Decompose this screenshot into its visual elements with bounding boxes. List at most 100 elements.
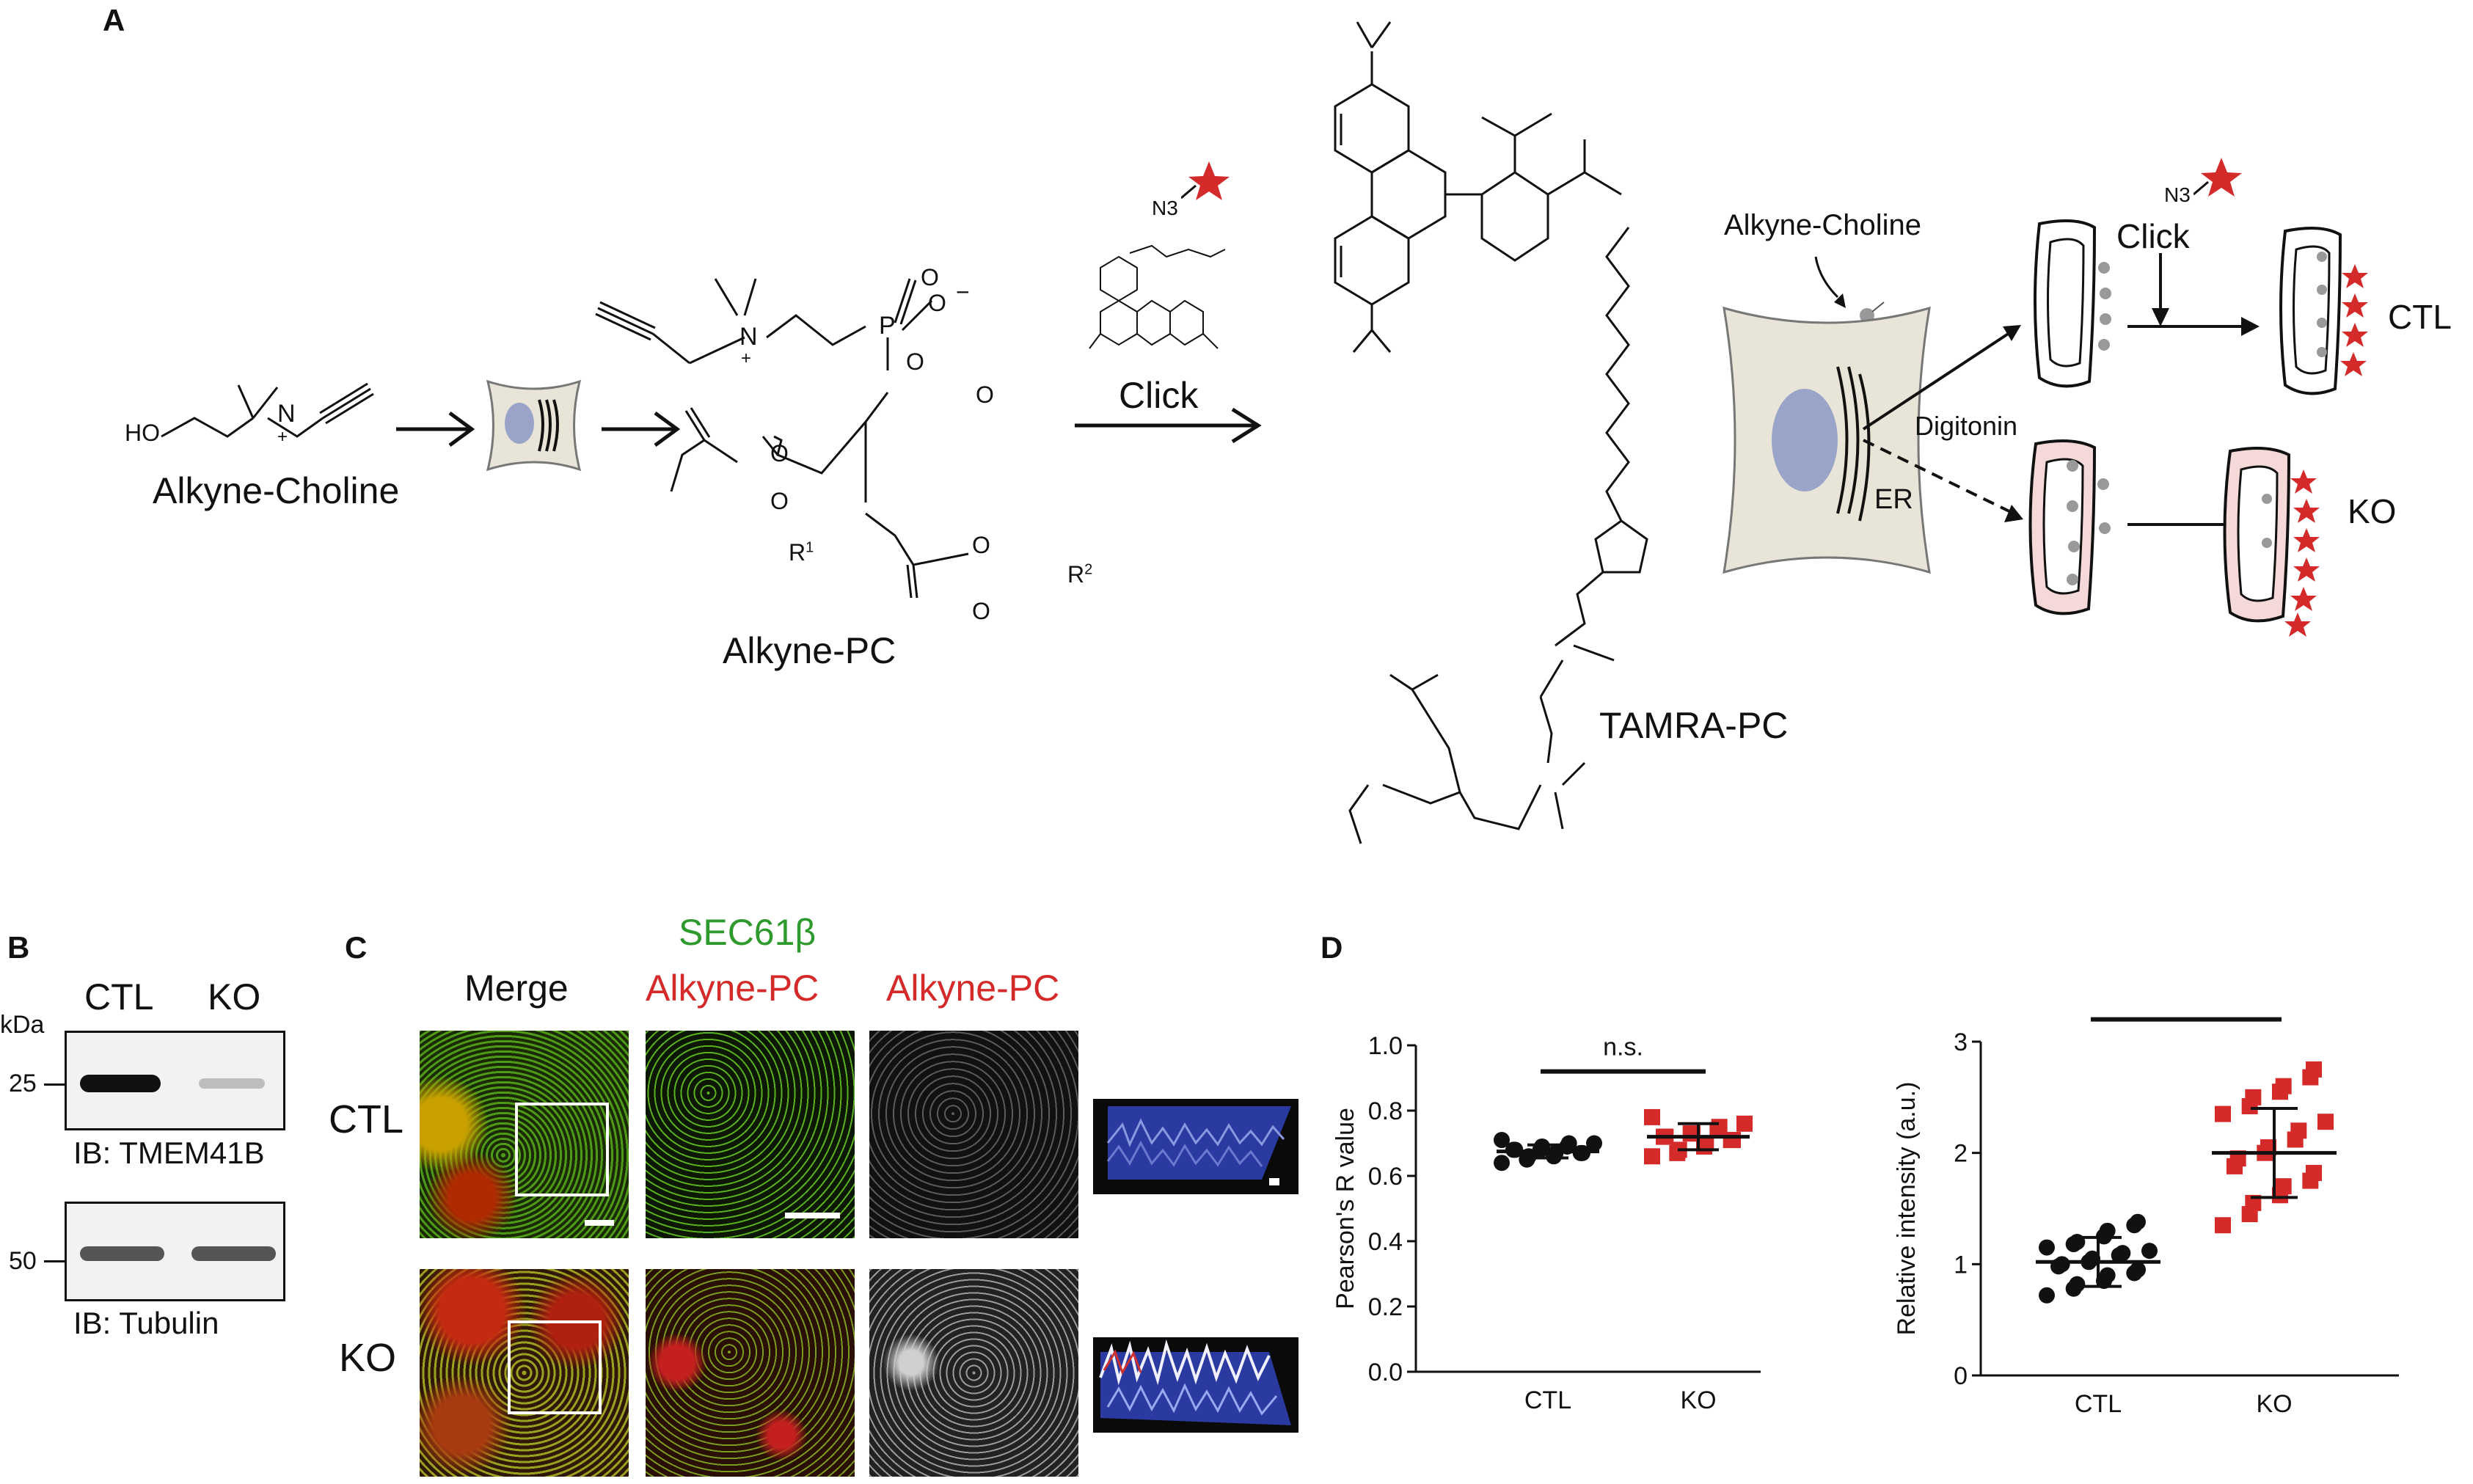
- kda-label: kDa: [0, 1011, 45, 1039]
- schematic-digitonin-label: Digitonin: [1915, 411, 2018, 441]
- ctl-merge-image: [420, 1031, 629, 1238]
- alkyne-pc-p: P: [879, 312, 896, 340]
- intensity-ytick-label: 2: [1954, 1140, 1968, 1168]
- intensity-point-ctl: [2069, 1276, 2086, 1293]
- intensity-point-ctl: [2053, 1256, 2070, 1273]
- intensity-point-ctl: [2141, 1243, 2158, 1260]
- pearson-ylabel: Pearson's R value: [1332, 1108, 1359, 1309]
- pearson-point-ko: [1711, 1119, 1728, 1136]
- intensity-ytick-label: 1: [1954, 1251, 1968, 1279]
- sec61b-header: SEC61β: [679, 912, 817, 953]
- pearson-point-ko: [1736, 1115, 1753, 1132]
- alkyne-pc-label: Alkyne-PC: [723, 630, 896, 671]
- intensity-point-ctl: [2130, 1213, 2146, 1230]
- blot-ctl-header: CTL: [84, 976, 154, 1017]
- intensity-point-ko: [2317, 1114, 2334, 1130]
- pearson-ytick-label: 0.8: [1368, 1097, 1403, 1125]
- intensity-point-ctl: [2039, 1287, 2055, 1304]
- ctl-vesicle-after: [2279, 227, 2368, 395]
- alkyne-pc-o8: O: [972, 598, 990, 624]
- ko-vesicle-before: [2028, 439, 2111, 615]
- ko-zoom-box: [508, 1320, 602, 1414]
- mw-25-label: 25: [9, 1070, 37, 1097]
- intensity-xtick-label: KO: [2256, 1390, 2292, 1418]
- ctl-surface: [1106, 1106, 1291, 1185]
- n-label-choline: N: [277, 400, 296, 428]
- schematic-cell: [1723, 256, 1931, 574]
- ko-zoom-merge-image: [646, 1269, 855, 1477]
- pearson-point-ctl: [1494, 1132, 1510, 1149]
- ho-label: HO: [125, 420, 160, 446]
- intensity-ytick-label: 0: [1954, 1362, 1968, 1390]
- pearson-point-ko: [1644, 1108, 1660, 1125]
- pearson-xtick-label: CTL: [1524, 1386, 1571, 1414]
- schematic-arrows: [1862, 325, 2023, 522]
- tamra-azide-mini-structure: [1089, 244, 1226, 349]
- ctl-alkyne-pc-gray-image: [869, 1031, 1078, 1238]
- mw-25-tick: [44, 1083, 65, 1086]
- intensity-point-ko: [2245, 1089, 2262, 1105]
- alkyne-pc-o7: O: [770, 488, 789, 514]
- tamra-pc-label: TAMRA-PC: [1599, 705, 1789, 746]
- plus-label-choline: +: [277, 427, 288, 447]
- pearson-ytick-label: 1.0: [1368, 1032, 1403, 1060]
- pearson-ytick-label: 0.0: [1368, 1359, 1403, 1386]
- intensity-point-ko: [2215, 1217, 2231, 1234]
- ko-alkyne-pc-gray-image: [869, 1269, 1078, 1477]
- panel-a-letter: A: [103, 3, 125, 37]
- blot-tmem41b: [65, 1031, 285, 1130]
- ko-surface: [1099, 1339, 1291, 1425]
- tamra-star-a: [1181, 161, 1230, 200]
- alkyne-choline-label: Alkyne-Choline: [153, 470, 400, 511]
- blot-tubulin: [65, 1202, 285, 1301]
- schematic-ko: KO: [2348, 492, 2397, 530]
- alkyne-pc-o6: O: [972, 532, 990, 558]
- alkyne-pc-red-header-2: Alkyne-PC: [886, 968, 1060, 1009]
- r1-label: R1: [789, 539, 814, 566]
- band-tubulin-ctl: [80, 1246, 164, 1261]
- blot-ko-header: KO: [208, 976, 261, 1017]
- panel-c-letter: C: [345, 930, 368, 965]
- alkyne-pc-o2: O: [928, 290, 946, 316]
- click-label-a: Click: [1119, 375, 1199, 416]
- schematic-er-label: ER: [1874, 484, 1913, 515]
- alkyne-pc-n: N: [739, 323, 758, 351]
- schematic-n3: N3: [2164, 183, 2191, 206]
- alkyne-pc-o5: O: [770, 440, 789, 467]
- pearson-significance-label: n.s.: [1603, 1034, 1643, 1061]
- pearson-point-ctl: [1560, 1135, 1577, 1152]
- n3-label-a: N3: [1152, 197, 1178, 219]
- r2-label: R2: [1067, 561, 1093, 588]
- intensity-point-ko: [2245, 1194, 2262, 1211]
- intensity-point-ko: [2275, 1178, 2292, 1195]
- pearson-point-ctl: [1494, 1155, 1510, 1172]
- schematic-alkyne-choline: Alkyne-Choline: [1724, 209, 1922, 241]
- ib-tubulin-label: IB: Tubulin: [73, 1306, 219, 1340]
- intensity-point-ctl: [2099, 1222, 2116, 1239]
- alkyne-pc-o3: O: [906, 348, 924, 375]
- ctl-3d-surface-plot: [1093, 1099, 1298, 1194]
- mw-50-label: 50: [9, 1247, 37, 1275]
- ctl-vesicle-before: [2034, 219, 2111, 388]
- intensity-point-ctl: [2130, 1261, 2146, 1278]
- intensity-point-ko: [2275, 1078, 2292, 1094]
- row-ko-label: KO: [339, 1336, 397, 1380]
- alkyne-pc-o4: O: [976, 381, 994, 408]
- pearson-ytick-label: 0.4: [1368, 1228, 1403, 1256]
- pearson-point-ko: [1644, 1148, 1660, 1165]
- ib-tmem41b-label: IB: TMEM41B: [73, 1136, 265, 1170]
- mw-50-tick: [44, 1260, 65, 1262]
- pearson-ytick-label: 0.2: [1368, 1293, 1403, 1321]
- intensity-point-ko: [2290, 1122, 2307, 1139]
- schematic-star-reagent: [2193, 158, 2242, 197]
- schematic-click: Click: [2116, 217, 2190, 255]
- schematic-ctl: CTL: [2388, 298, 2452, 336]
- ctl-zoom-box: [515, 1103, 609, 1196]
- small-cell-icon: [486, 379, 582, 472]
- row-ctl-label: CTL: [329, 1097, 404, 1141]
- intensity-significance-label: ****: [2167, 998, 2206, 1009]
